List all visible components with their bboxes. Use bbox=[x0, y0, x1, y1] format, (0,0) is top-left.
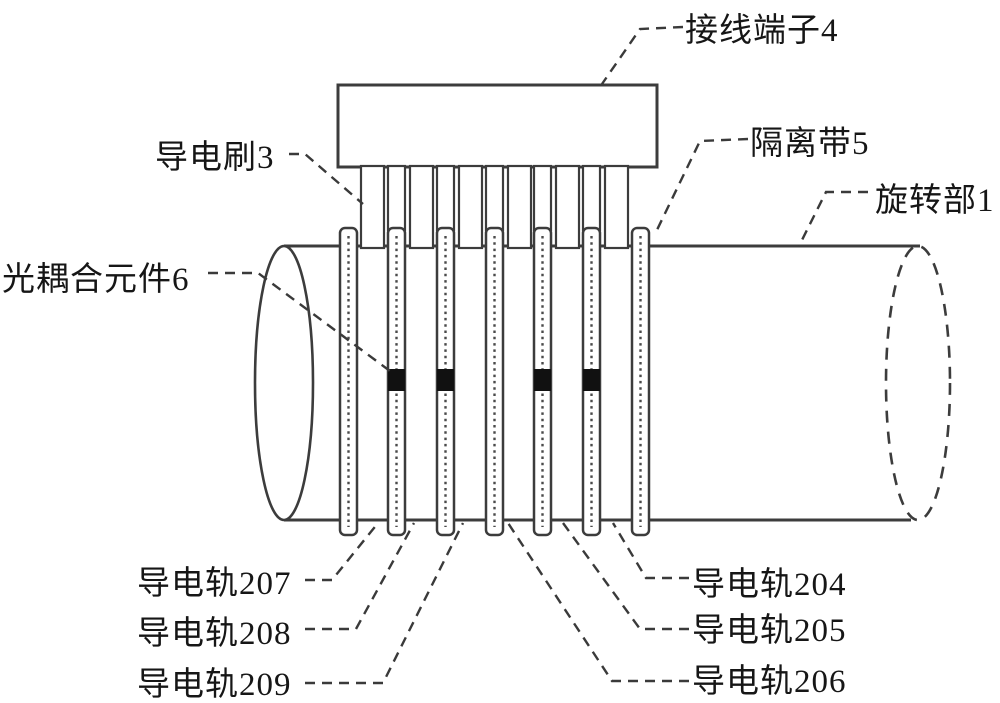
label-rail-209: 导电轨209 bbox=[137, 666, 292, 703]
label-isolation-band: 隔离带5 bbox=[750, 125, 870, 162]
optical-coupler bbox=[534, 369, 551, 391]
contact-column bbox=[435, 164, 456, 232]
optical-coupler bbox=[583, 369, 600, 391]
leader-rail-208 bbox=[305, 522, 416, 631]
leader-rotating-part bbox=[797, 190, 868, 247]
contact-column bbox=[581, 164, 602, 232]
leader-rail-206 bbox=[506, 522, 689, 683]
label-terminal-block: 接线端子4 bbox=[685, 12, 839, 49]
leader-rail-205 bbox=[562, 522, 689, 631]
label-optical-coupler: 光耦合元件6 bbox=[2, 261, 190, 298]
leader-optical-coupler bbox=[208, 271, 391, 372]
terminal-block bbox=[336, 83, 659, 169]
cylinder-right-face-hidden bbox=[884, 244, 952, 522]
label-conductive-brush: 导电刷3 bbox=[155, 139, 275, 176]
leader-rail-204 bbox=[611, 522, 689, 580]
optical-coupler bbox=[437, 369, 454, 391]
brush-bar bbox=[603, 164, 630, 250]
brush-bar bbox=[457, 164, 484, 250]
contact-column bbox=[386, 164, 407, 232]
label-rotating-part: 旋转部1 bbox=[875, 182, 995, 219]
label-rail-204: 导电轨204 bbox=[692, 566, 847, 603]
label-rail-206: 导电轨206 bbox=[692, 663, 847, 700]
brush-bar bbox=[506, 164, 533, 250]
label-rail-208: 导电轨208 bbox=[137, 615, 292, 652]
leader-terminal-block bbox=[601, 25, 684, 85]
brush-bar bbox=[408, 164, 435, 250]
label-rail-205: 导电轨205 bbox=[692, 612, 847, 649]
optical-coupler bbox=[388, 369, 405, 391]
leader-rail-209 bbox=[305, 522, 465, 685]
brush-bar bbox=[554, 164, 581, 250]
leader-conductive-brush bbox=[289, 152, 364, 205]
contact-column bbox=[532, 164, 553, 232]
ring-group bbox=[338, 226, 651, 537]
brush-bar bbox=[359, 164, 386, 250]
label-rail-207: 导电轨207 bbox=[137, 565, 292, 602]
leader-isolation-band bbox=[654, 137, 749, 233]
cylinder-left-face bbox=[253, 244, 315, 522]
contact-column bbox=[484, 164, 505, 232]
leader-rail-207 bbox=[305, 522, 379, 582]
